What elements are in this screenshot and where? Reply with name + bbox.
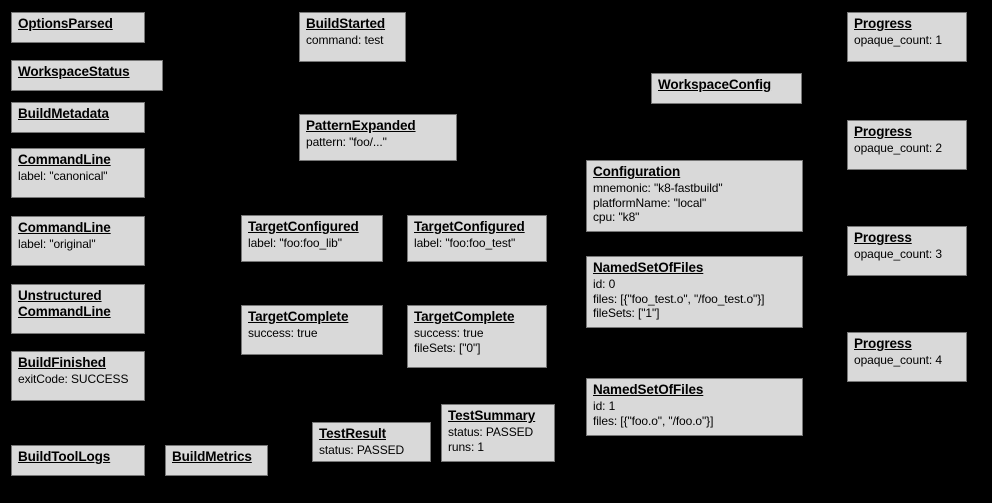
event-node-title: TargetComplete <box>414 309 515 324</box>
event-node-body: opaque_count: 3 <box>854 247 960 262</box>
event-node-title: TargetComplete <box>248 309 349 324</box>
event-node-body: label: "canonical" <box>18 169 138 184</box>
event-node-title: TestResult <box>319 426 387 441</box>
event-node-field: pattern: "foo/..." <box>306 135 387 149</box>
event-node-field: label: "foo:foo_lib" <box>248 236 342 250</box>
event-node-body: exitCode: SUCCESS <box>18 372 138 387</box>
event-node-title: Unstructured CommandLine <box>18 288 111 319</box>
event-node-body: success: true <box>248 326 376 341</box>
event-node-title: BuildStarted <box>306 16 386 31</box>
event-node-field: success: true <box>414 326 484 340</box>
event-node-field: label: "foo:foo_test" <box>414 236 516 250</box>
event-node-field: fileSets: ["1"] <box>593 306 660 320</box>
event-node-title: Configuration <box>593 164 681 179</box>
event-node-field: cpu: "k8" <box>593 210 640 224</box>
event-node-body: mnemonic: "k8-fastbuild"platformName: "l… <box>593 181 796 225</box>
event-node-title: Progress <box>854 124 912 139</box>
event-node-test-result[interactable]: TestResult status: PASSED <box>312 422 431 462</box>
event-node-title: TestSummary <box>448 408 536 423</box>
event-node-body: status: PASSED <box>319 443 424 458</box>
event-node-configuration[interactable]: Configuration mnemonic: "k8-fastbuild"pla… <box>586 160 803 232</box>
event-node-title: Progress <box>854 230 912 245</box>
event-node-title: BuildFinished <box>18 355 106 370</box>
event-node-body: command: test <box>306 33 399 48</box>
event-node-title: TargetConfigured <box>414 219 525 234</box>
event-node-progress-2[interactable]: Progress opaque_count: 2 <box>847 120 967 170</box>
event-node-field: files: [{"foo_test.o", "/foo_test.o"}] <box>593 291 765 306</box>
event-node-field: mnemonic: "k8-fastbuild" <box>593 181 723 195</box>
event-node-field: label: "original" <box>18 237 96 251</box>
event-node-options-parsed[interactable]: OptionsParsed <box>11 12 145 43</box>
event-node-title: BuildMetadata <box>18 106 109 121</box>
event-node-field: success: true <box>248 326 318 340</box>
event-node-progress-3[interactable]: Progress opaque_count: 3 <box>847 226 967 276</box>
event-node-title: PatternExpanded <box>306 118 416 133</box>
event-node-body: label: "foo:foo_lib" <box>248 236 376 251</box>
event-node-field: fileSets: ["0"] <box>414 340 481 355</box>
event-node-title: CommandLine <box>18 152 111 167</box>
event-node-build-metadata[interactable]: BuildMetadata <box>11 102 145 133</box>
event-node-command-line-canonical[interactable]: CommandLine label: "canonical" <box>11 148 145 198</box>
event-node-field: status: PASSED <box>448 425 534 439</box>
event-node-title: BuildToolLogs <box>18 449 111 464</box>
event-node-build-finished[interactable]: BuildFinished exitCode: SUCCESS <box>11 351 145 401</box>
event-node-body: label: "original" <box>18 237 138 252</box>
event-node-progress-1[interactable]: Progress opaque_count: 1 <box>847 12 967 62</box>
event-node-field: id: 0 <box>593 277 616 291</box>
event-node-field: files: [{"foo.o", "/foo.o"}] <box>593 413 714 428</box>
event-node-target-configured-foo-test[interactable]: TargetConfigured label: "foo:foo_test" <box>407 215 547 262</box>
event-node-body: opaque_count: 2 <box>854 141 960 156</box>
event-node-title: Progress <box>854 336 912 351</box>
event-node-title: BuildMetrics <box>172 449 252 464</box>
event-node-title: Progress <box>854 16 912 31</box>
event-node-field: runs: 1 <box>448 439 484 454</box>
event-node-title: TargetConfigured <box>248 219 359 234</box>
event-node-body: pattern: "foo/..." <box>306 135 450 150</box>
event-node-field: opaque_count: 3 <box>854 247 942 261</box>
event-node-field: opaque_count: 4 <box>854 353 942 367</box>
event-node-workspace-status[interactable]: WorkspaceStatus <box>11 60 163 91</box>
event-node-title: NamedSetOfFiles <box>593 382 704 397</box>
event-node-pattern-expanded[interactable]: PatternExpanded pattern: "foo/..." <box>299 114 457 161</box>
event-node-field: label: "canonical" <box>18 169 108 183</box>
event-node-field: id: 1 <box>593 399 616 413</box>
event-node-build-tool-logs[interactable]: BuildToolLogs <box>11 445 145 476</box>
event-node-title: CommandLine <box>18 220 111 235</box>
event-node-body: label: "foo:foo_test" <box>414 236 540 251</box>
event-node-field: command: test <box>306 33 384 47</box>
event-node-workspace-config[interactable]: WorkspaceConfig <box>651 73 802 104</box>
event-node-unstructured-command-line[interactable]: Unstructured CommandLine <box>11 284 145 334</box>
event-node-field: exitCode: SUCCESS <box>18 372 129 386</box>
event-node-field: opaque_count: 2 <box>854 141 942 155</box>
event-node-body: opaque_count: 4 <box>854 353 960 368</box>
event-node-target-complete-foo-lib[interactable]: TargetComplete success: true <box>241 305 383 355</box>
event-node-build-metrics[interactable]: BuildMetrics <box>165 445 268 476</box>
event-node-target-configured-foo-lib[interactable]: TargetConfigured label: "foo:foo_lib" <box>241 215 383 262</box>
event-node-title: OptionsParsed <box>18 16 113 31</box>
event-node-title: NamedSetOfFiles <box>593 260 704 275</box>
event-node-build-started[interactable]: BuildStarted command: test <box>299 12 406 62</box>
event-node-field: status: PASSED <box>319 443 405 457</box>
event-node-title: WorkspaceConfig <box>658 77 772 92</box>
event-node-body: opaque_count: 1 <box>854 33 960 48</box>
event-node-field: opaque_count: 1 <box>854 33 942 47</box>
event-node-title: WorkspaceStatus <box>18 64 130 79</box>
event-node-field: platformName: "local" <box>593 195 707 210</box>
event-node-command-line-original[interactable]: CommandLine label: "original" <box>11 216 145 266</box>
event-node-progress-4[interactable]: Progress opaque_count: 4 <box>847 332 967 382</box>
